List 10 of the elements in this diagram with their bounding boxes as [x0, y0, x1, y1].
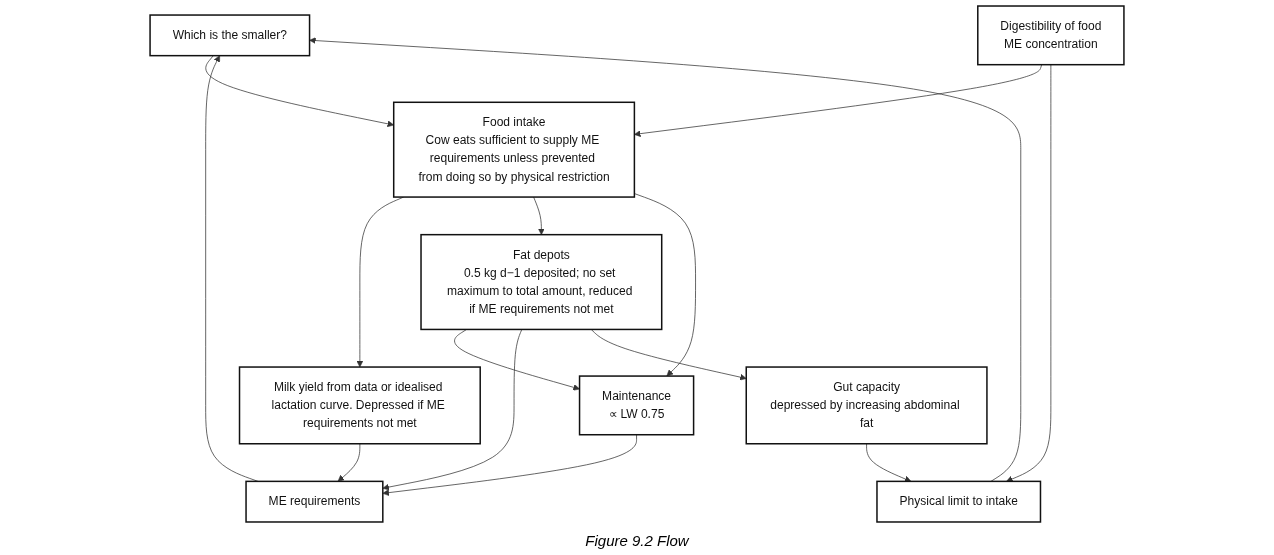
figure-caption: Figure 9.2 Flow	[585, 531, 689, 551]
node-box: Maintenance ∝ LW 0.75	[578, 375, 695, 436]
node-box: Milk yield from data or idealised lactation curve. Depressed if ME requirements not met	[238, 366, 481, 445]
node-box: Digestibility of food ME concentration	[977, 5, 1125, 66]
node-box: Fat depots 0.5 kg d−1 deposited; no set maximum to total amount, reduced if ME requirements not met	[420, 233, 663, 331]
node-box: Food intake Cow eats sufficient to supply ME requirements unless prevented from doing so by physical restriction	[392, 101, 636, 198]
node-box: Gut capacity depressed by increasing abdominal fat	[745, 366, 988, 445]
node-box: Which is the smaller?	[149, 14, 311, 57]
node-box: Physical limit to intake	[876, 480, 1042, 523]
node-box: ME requirements	[245, 480, 384, 523]
